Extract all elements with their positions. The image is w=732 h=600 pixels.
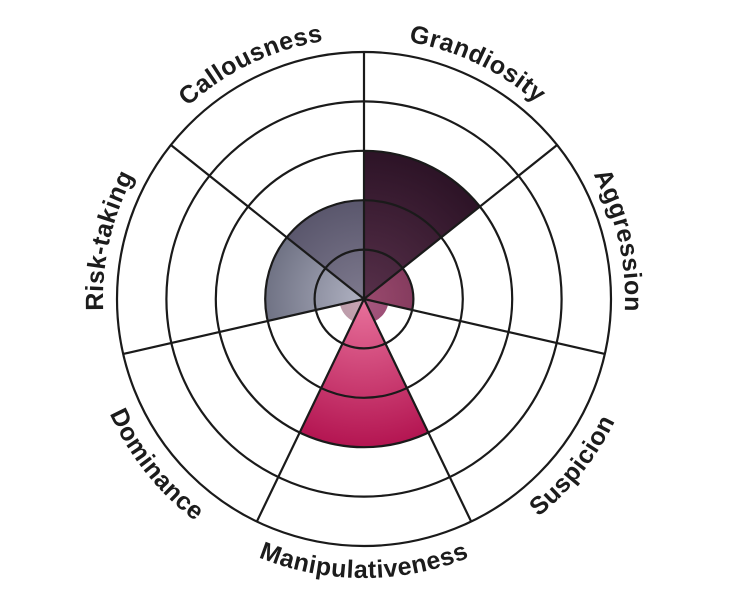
wedge-risk-taking [265,237,364,321]
wedge-dominance [339,299,364,322]
spoke-6 [122,297,365,356]
spoke-3 [363,297,606,356]
grid-group [115,50,613,548]
category-label-manipulativeness: Manipulativeness [256,537,472,584]
wedge-grandiosity [364,150,480,299]
category-label-grandiosity: Grandiosity [407,20,551,108]
category-label-aggression: Aggression [588,164,647,312]
category-label-dominance: Dominance [104,404,209,526]
wedge-aggression [364,268,414,310]
category-label-risk-taking: Risk-taking [81,166,139,311]
spoke-4 [363,298,473,523]
wedge-suspicion [364,299,389,322]
wedge-group [265,150,480,448]
wedge-callousness [286,200,364,299]
spoke-7 [170,144,365,300]
wedge-manipulativeness [299,299,429,448]
category-label-callousness: Callousness [173,19,324,111]
category-label-suspicion: Suspicion [524,410,620,521]
spoke-5 [255,298,365,523]
spoke-2 [363,144,558,300]
